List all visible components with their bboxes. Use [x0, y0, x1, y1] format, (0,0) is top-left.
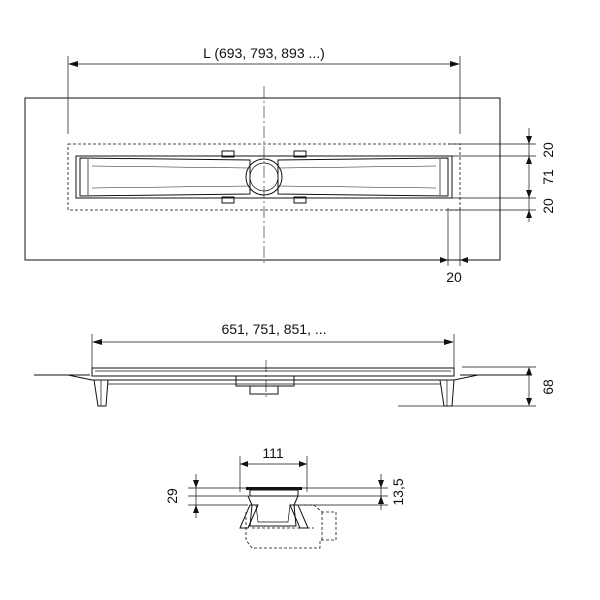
top-length-label: L (693, 793, 893 ...) [203, 45, 325, 61]
dim-bottom-20-label: 20 [540, 198, 556, 214]
top-drain-channel [75, 150, 453, 204]
dim-top-20-label: 20 [540, 142, 556, 158]
top-side-dimension: 20 [430, 208, 476, 285]
side-length-label: 651, 751, 851, ... [221, 321, 326, 337]
section-view: 111 29 13,5 [164, 445, 406, 549]
section-left-height-label: 29 [164, 488, 180, 504]
dim-side-20-label: 20 [446, 269, 462, 285]
section-width-label: 111 [262, 445, 283, 461]
section-left-height-dimension: 29 [164, 474, 199, 518]
top-length-dimension: L (693, 793, 893 ...) [67, 45, 461, 134]
top-recess-outline [67, 143, 461, 211]
section-right-height-label: 13,5 [390, 478, 406, 505]
section-width-dimension: 111 [239, 445, 308, 492]
side-height-dimension: 68 [398, 366, 556, 407]
section-right-height-dimension: 13,5 [378, 474, 406, 510]
side-view: 651, 751, 851, ... 68 [34, 321, 556, 407]
top-view: L (693, 793, 893 ...) 20 71 20 20 [24, 45, 556, 285]
top-right-dimensions: 20 71 20 [448, 128, 556, 222]
side-channel-body [91, 367, 455, 377]
side-length-dimension: 651, 751, 851, ... [91, 321, 455, 370]
side-height-label: 68 [540, 379, 556, 395]
top-plate-outline [24, 97, 501, 261]
dim-71-label: 71 [540, 169, 556, 185]
